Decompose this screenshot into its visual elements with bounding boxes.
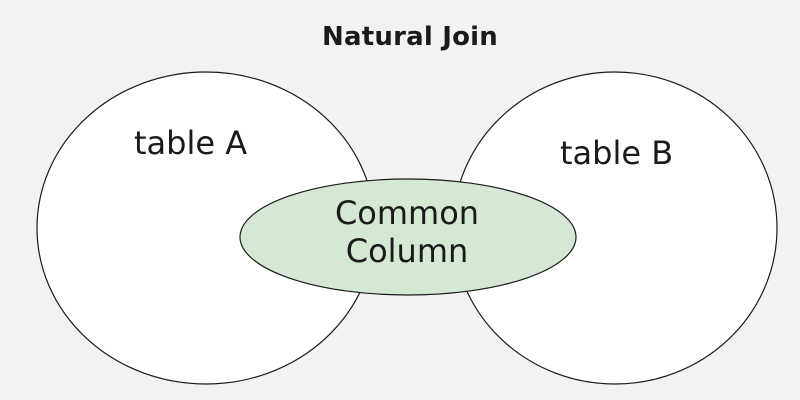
table-a-label: table A — [134, 124, 248, 162]
common-column-label: Common Column — [307, 194, 507, 270]
common-column-label-line1: Common — [334, 194, 480, 232]
diagram-title: Natural Join — [322, 22, 498, 52]
common-column-ellipse — [239, 178, 577, 296]
common-column-label-line2: Column — [345, 232, 469, 270]
table-b-label: table B — [560, 134, 674, 172]
